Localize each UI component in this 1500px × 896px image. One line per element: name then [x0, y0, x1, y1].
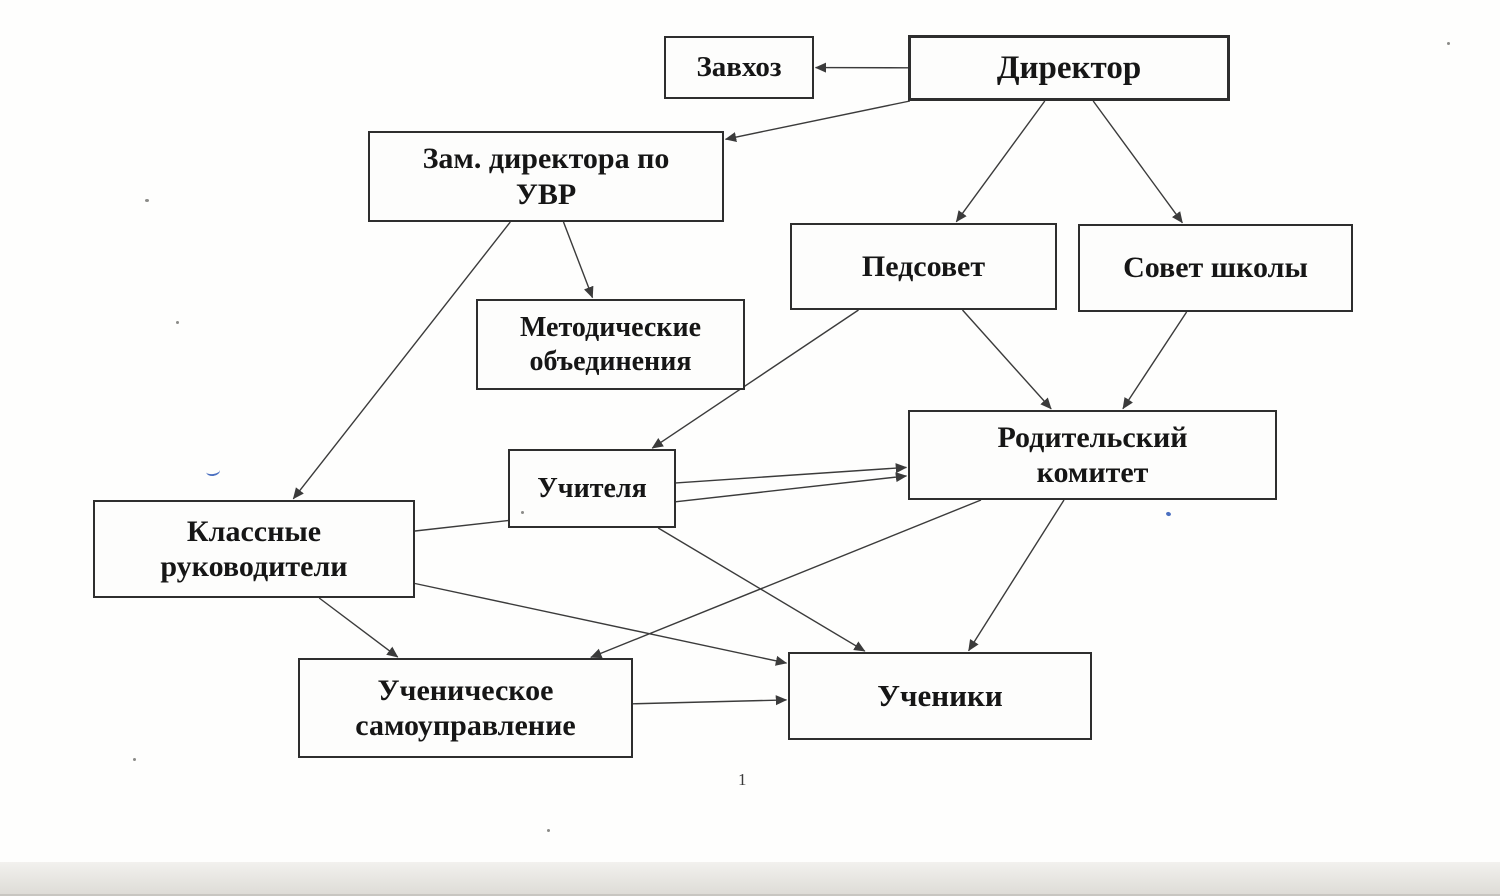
scan-speck	[1447, 42, 1450, 45]
node-deputy-director: Зам. директора по УВР	[368, 131, 724, 222]
arrow-klassruk-to-uchensamo	[318, 597, 399, 658]
node-label: Родительский комитет	[997, 420, 1188, 489]
arrow-rodkom-to-ucheniki	[968, 499, 1065, 652]
arrow-pedsovet-to-rodkom	[961, 309, 1052, 410]
node-teachers: Учителя	[508, 449, 676, 528]
node-label: Методические объединения	[519, 312, 702, 377]
scan-speck	[145, 199, 149, 202]
node-school-council: Совет школы	[1078, 224, 1353, 312]
node-label: Директор	[996, 49, 1142, 86]
pen-mark	[1165, 511, 1172, 517]
arrow-director-to-pedsovet	[955, 100, 1046, 223]
node-label: Ученики	[877, 677, 1003, 713]
node-pedsovet: Педсовет	[790, 223, 1057, 310]
node-label: Совет школы	[1123, 251, 1308, 285]
node-class-teachers: Классные руководители	[93, 500, 415, 598]
node-parent-committee: Родительский комитет	[908, 410, 1277, 500]
arrow-director-to-zam	[724, 100, 911, 143]
arrow-klassruk-to-ucheniki	[414, 582, 788, 666]
node-label: Педсовет	[861, 249, 986, 283]
scan-edge-shadow	[0, 862, 1500, 896]
pen-mark	[205, 465, 221, 477]
arrow-zam-to-metod	[562, 221, 594, 299]
arrow-sovet-to-rodkom	[1122, 311, 1188, 410]
node-label: Классные руководители	[160, 514, 348, 583]
arrow-uchitelya-to-ucheniki	[657, 527, 866, 652]
node-methodical-associations: Методические объединения	[476, 299, 745, 390]
node-label: Учителя	[537, 472, 647, 504]
page-number: 1	[738, 770, 747, 789]
arrow-director-to-sovet	[1092, 100, 1183, 224]
arrow-uchensamo-to-ucheniki	[632, 695, 788, 706]
node-label: Завхоз	[696, 51, 782, 84]
scan-speck	[133, 758, 136, 761]
node-director: Директор	[908, 35, 1230, 101]
node-label: Зам. директора по УВР	[422, 142, 670, 211]
arrow-uchitelya-to-rodkom	[675, 463, 908, 484]
scan-speck	[521, 511, 524, 514]
scan-speck	[547, 829, 550, 832]
node-label: Ученическое самоуправление	[355, 673, 576, 742]
node-student-self-government: Ученическое самоуправление	[298, 658, 633, 758]
node-zavkhoz: Завхоз	[664, 36, 814, 99]
node-students: Ученики	[788, 652, 1092, 740]
scan-speck	[176, 321, 179, 324]
